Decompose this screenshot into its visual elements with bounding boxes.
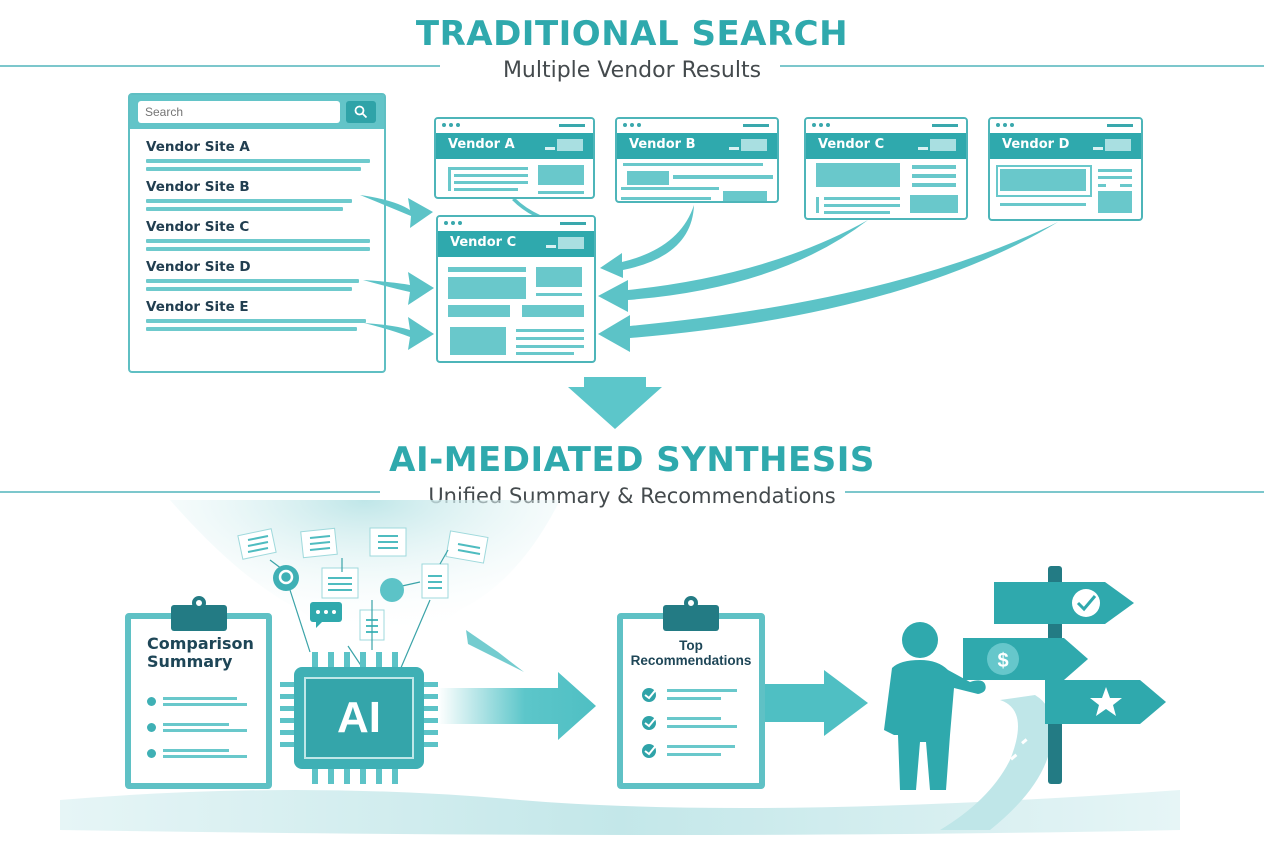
window-dots-icon: [623, 123, 641, 127]
window-dots-icon: [812, 123, 830, 127]
ai-chip-label: AI: [304, 677, 414, 759]
search-button[interactable]: [346, 101, 376, 123]
arrow-to-decision: [764, 670, 868, 736]
search-result[interactable]: Vendor Site C: [130, 219, 384, 251]
connector-arrows: [360, 195, 1058, 352]
vendor-window-title: Vendor C: [818, 137, 885, 152]
vendor-window-d[interactable]: Vendor D: [988, 117, 1143, 221]
search-result-title[interactable]: Vendor Site B: [146, 179, 250, 195]
star-icon: [1090, 687, 1122, 716]
result-snippet: [146, 239, 370, 251]
checkmark-icon: [642, 742, 659, 758]
paper-plane-icon: [466, 630, 524, 672]
arrow-vendor-c: [598, 220, 868, 312]
checkmark-icon: [1072, 589, 1100, 617]
vendor-window-c-aggregated[interactable]: Vendor C: [436, 215, 596, 363]
road: [940, 695, 1053, 830]
search-result[interactable]: Vendor Site D: [130, 259, 384, 291]
comparison-summary-title: Comparison Summary: [147, 634, 254, 671]
ground-band: [60, 790, 1180, 835]
result-snippet: [146, 159, 370, 171]
search-result[interactable]: Vendor Site E: [130, 299, 384, 331]
vendor-window-b[interactable]: Vendor B: [615, 117, 779, 203]
sign-check: [994, 582, 1134, 624]
divider-left: [0, 65, 440, 67]
search-results-panel: Vendor Site A Vendor Site B Vendor Site …: [128, 93, 386, 373]
top-recommendations-title: Top Recommendations: [630, 638, 752, 668]
search-result-title[interactable]: Vendor Site C: [146, 219, 250, 235]
result-snippet: [146, 199, 370, 211]
window-dots-icon: [444, 221, 462, 225]
search-bar: [130, 95, 384, 129]
divider-left: [0, 491, 380, 493]
vendor-window-title: Vendor C: [450, 235, 517, 250]
window-dots-icon: [442, 123, 460, 127]
connector-vendor-a: [512, 198, 540, 216]
comparison-summary-clipboard: Comparison Summary: [125, 613, 272, 789]
vendor-window-title: Vendor A: [448, 137, 515, 152]
search-result-title[interactable]: Vendor Site A: [146, 139, 250, 155]
window-dots-icon: [996, 123, 1014, 127]
down-arrow-icon: [568, 377, 662, 429]
search-result-title[interactable]: Vendor Site D: [146, 259, 251, 275]
clipboard-ring: [192, 596, 206, 610]
result-snippet: [146, 319, 370, 331]
dollar-symbol: $: [997, 650, 1008, 672]
search-bubble-icon: [273, 565, 299, 591]
top-recommendations-clipboard: Top Recommendations: [617, 613, 765, 789]
search-input[interactable]: [138, 101, 340, 123]
vendor-window-c[interactable]: Vendor C: [804, 117, 968, 220]
ai-synthesis-title: AI-MEDIATED SYNTHESIS: [389, 440, 875, 480]
globe-icon: [380, 578, 404, 602]
arrow-result-e: [364, 317, 434, 350]
arrow-to-recommendations: [438, 630, 596, 740]
magnifier-icon: [354, 105, 368, 119]
arrow-result-b: [360, 195, 433, 228]
checkmark-icon: [642, 686, 659, 702]
arrow-vendor-b: [600, 205, 694, 278]
traditional-search-subtitle: Multiple Vendor Results: [502, 58, 762, 83]
search-result[interactable]: Vendor Site A: [130, 139, 384, 171]
vendor-window-title: Vendor D: [1002, 137, 1070, 152]
vendor-window-a[interactable]: Vendor A: [434, 117, 595, 199]
person-icon: [884, 622, 986, 790]
vendor-window-title: Vendor B: [629, 137, 696, 152]
search-result-title[interactable]: Vendor Site E: [146, 299, 249, 315]
traditional-search-title: TRADITIONAL SEARCH: [415, 14, 849, 54]
arrow-vendor-d: [598, 222, 1058, 352]
clipboard-ring: [684, 596, 698, 610]
divider-right: [845, 491, 1264, 493]
checkmark-icon: [642, 714, 659, 730]
arrow-result-d: [363, 272, 434, 305]
divider-right: [780, 65, 1264, 67]
dollar-icon: [987, 643, 1019, 675]
data-sources-cluster: [237, 527, 489, 670]
decision-signpost-scene: $: [884, 566, 1166, 793]
sign-dollar: [963, 638, 1088, 680]
result-snippet: [146, 279, 370, 291]
search-result[interactable]: Vendor Site B: [130, 179, 384, 211]
